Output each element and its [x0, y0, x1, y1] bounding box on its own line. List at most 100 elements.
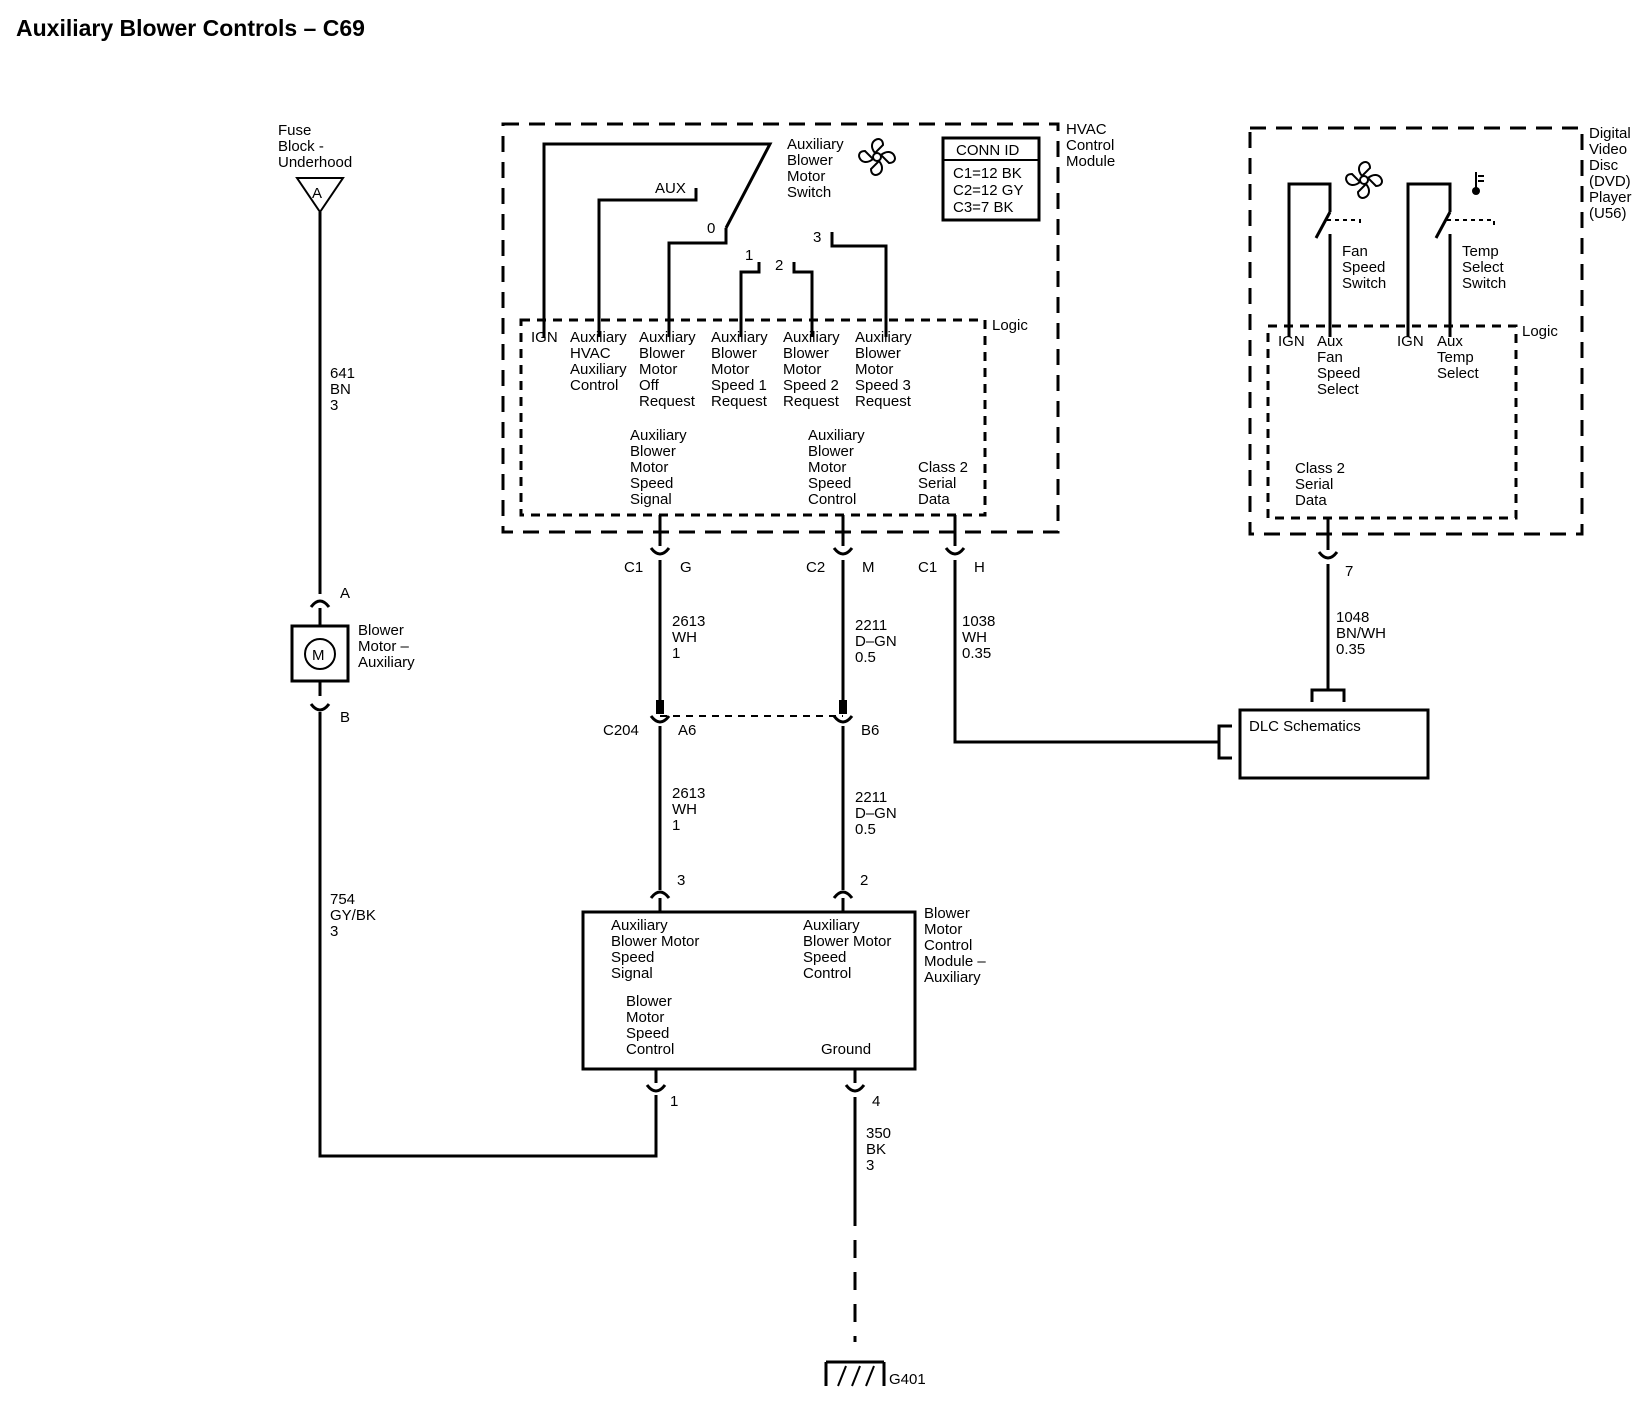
svg-text:C2: C2 — [806, 559, 825, 576]
bmcm-box — [581, 910, 917, 1071]
fan-switch-label: Fan Speed Switch — [1342, 243, 1390, 292]
bmcm-ground-label: Ground — [821, 1041, 871, 1058]
svg-text:C1: C1 — [624, 559, 643, 576]
wire-1038 — [953, 560, 1219, 744]
hvac-module-boundary — [501, 122, 1060, 534]
wire-2211-upper-label: 2211 D–GN 0.5 — [855, 617, 901, 666]
fan-icon — [1345, 161, 1383, 199]
conn-id-lines: C1=12 BK C2=12 GY C3=7 BK — [953, 165, 1027, 216]
temp-switch-label: Temp Select Switch — [1462, 243, 1508, 292]
conn-id-box: CONN ID C1=12 BK C2=12 GY C3=7 BK — [941, 136, 1041, 222]
pos-0: 0 — [707, 220, 715, 237]
thermometer-icon — [1472, 172, 1484, 195]
input-off-request: Auxiliary Blower Motor Off Request — [639, 329, 700, 410]
pos-3: 3 — [813, 229, 821, 246]
connector-c1-g: C1 G — [624, 515, 692, 576]
speed1-contact — [739, 262, 761, 337]
svg-text:C1: C1 — [918, 559, 937, 576]
svg-text:M: M — [862, 559, 875, 576]
wire-754 — [318, 712, 658, 1158]
connector-c1-h: C1 H — [918, 515, 985, 576]
svg-text:G: G — [680, 559, 692, 576]
wire-2211-lower-label: 2211 D–GN 0.5 — [855, 789, 901, 838]
dvd-ign-1: IGN — [1278, 333, 1305, 350]
blower-motor-label: Blower Motor – Auxiliary — [358, 622, 415, 671]
fuse-letter: A — [312, 185, 322, 202]
dvd-class2-data: Class 2 Serial Data — [1295, 460, 1349, 509]
dlc-top-connector — [1310, 688, 1346, 702]
blower-switch-label: Auxiliary Blower Motor Switch — [787, 136, 848, 201]
diagram-title: Auxiliary Blower Controls – C69 — [16, 15, 365, 41]
pos-2: 2 — [775, 257, 783, 274]
bmcm-in-control: Auxiliary Blower Motor Speed Control — [803, 917, 896, 982]
hvac-logic-label: Logic — [992, 317, 1028, 334]
connector-bmcm-2 — [832, 890, 854, 899]
fuse-block: Fuse Block - Underhood A — [278, 122, 352, 214]
input-speed2-request: Auxiliary Blower Motor Speed 2 Request — [783, 329, 844, 410]
svg-text:1: 1 — [670, 1093, 678, 1110]
conn-id-header: CONN ID — [956, 142, 1020, 159]
connector-motor-b — [309, 703, 331, 712]
connector-bmcm-1 — [645, 1084, 667, 1093]
output-speed-control: Auxiliary Blower Motor Speed Control — [808, 427, 869, 508]
speed2-contact — [792, 262, 814, 337]
svg-text:G401: G401 — [889, 1371, 926, 1388]
dvd-ign-2: IGN — [1397, 333, 1424, 350]
dvd-logic-box — [1266, 324, 1518, 520]
connector-dvd-7 — [1317, 551, 1339, 560]
motor-pin-a: A — [340, 585, 350, 602]
fuse-symbol — [295, 177, 345, 214]
bmcm-name: Blower Motor Control Module – Auxiliary — [924, 905, 990, 986]
output-class2-data: Class 2 Serial Data — [918, 459, 972, 508]
wire-641-label: 641 BN 3 — [330, 365, 359, 414]
svg-text:2: 2 — [860, 872, 868, 889]
temp-switch-arm — [1434, 211, 1452, 239]
fan-switch-ign — [1287, 182, 1332, 337]
dlc-schematics-box[interactable]: DLC Schematics — [1238, 708, 1430, 780]
blower-motor-auxiliary: A M B Blower Motor – Auxiliary — [290, 585, 415, 726]
svg-text:3: 3 — [677, 872, 685, 889]
bmcm-speed-control: Blower Motor Speed Control — [626, 993, 676, 1058]
dvd-player: Digital Video Disc (DVD) Player (U56) Fa… — [1248, 125, 1636, 580]
fan-switch-arm — [1314, 211, 1332, 239]
input-speed3-request: Auxiliary Blower Motor Speed 3 Request — [855, 329, 916, 410]
fan-icon — [858, 138, 896, 176]
motor-symbol — [304, 638, 336, 670]
hvac-control-module: HVAC Control Module CONN ID C1=12 BK C2=… — [501, 121, 1115, 534]
hvac-ign: IGN — [531, 329, 558, 346]
aux-temp-select: Aux Temp Select — [1437, 333, 1480, 382]
dvd-boundary — [1248, 126, 1584, 536]
wire-350-label: 350 BK 3 — [866, 1125, 895, 1174]
aux-fan-speed-select: Aux Fan Speed Select — [1317, 333, 1365, 398]
wire-1048-label: 1048 BN/WH 0.35 — [1336, 609, 1390, 658]
svg-text:M: M — [312, 647, 325, 664]
connector-c2-m: C2 M — [806, 515, 875, 576]
input-aux-hvac-control: Auxiliary HVAC Auxiliary Control — [570, 329, 631, 394]
dvd-name: Digital Video Disc (DVD) Player (U56) — [1589, 125, 1636, 222]
output-speed-signal: Auxiliary Blower Motor Speed Signal — [630, 427, 691, 508]
aux-contact — [597, 188, 698, 337]
wire-2613-lower-label: 2613 WH 1 — [672, 785, 710, 834]
wire-1038-label: 1038 WH 0.35 — [962, 613, 1000, 662]
dvd-logic-label: Logic — [1522, 323, 1558, 340]
temp-switch-ign — [1406, 182, 1452, 337]
svg-text:A6: A6 — [678, 722, 696, 739]
connector-bmcm-4 — [844, 1084, 866, 1093]
off-contact — [667, 228, 728, 337]
svg-text:H: H — [974, 559, 985, 576]
dlc-label[interactable]: DLC Schematics — [1249, 718, 1361, 735]
wire-754-label: 754 GY/BK 3 — [330, 891, 380, 940]
blower-motor-control-module: 3 2 Blower Motor Control Module – Auxili… — [581, 872, 990, 1110]
motor-pin-b: B — [340, 709, 350, 726]
svg-text:4: 4 — [872, 1093, 880, 1110]
ign-feed — [542, 142, 773, 337]
svg-text:C204: C204 — [603, 722, 639, 739]
fuse-block-label: Fuse Block - Underhood — [278, 122, 352, 171]
wire-2613-upper-label: 2613 WH 1 — [672, 613, 710, 662]
dlc-connector — [1217, 724, 1232, 760]
connector-bmcm-3 — [649, 890, 671, 899]
pos-1: 1 — [745, 247, 753, 264]
hvac-logic-box — [519, 318, 987, 517]
input-speed1-request: Auxiliary Blower Motor Speed 1 Request — [711, 329, 772, 410]
